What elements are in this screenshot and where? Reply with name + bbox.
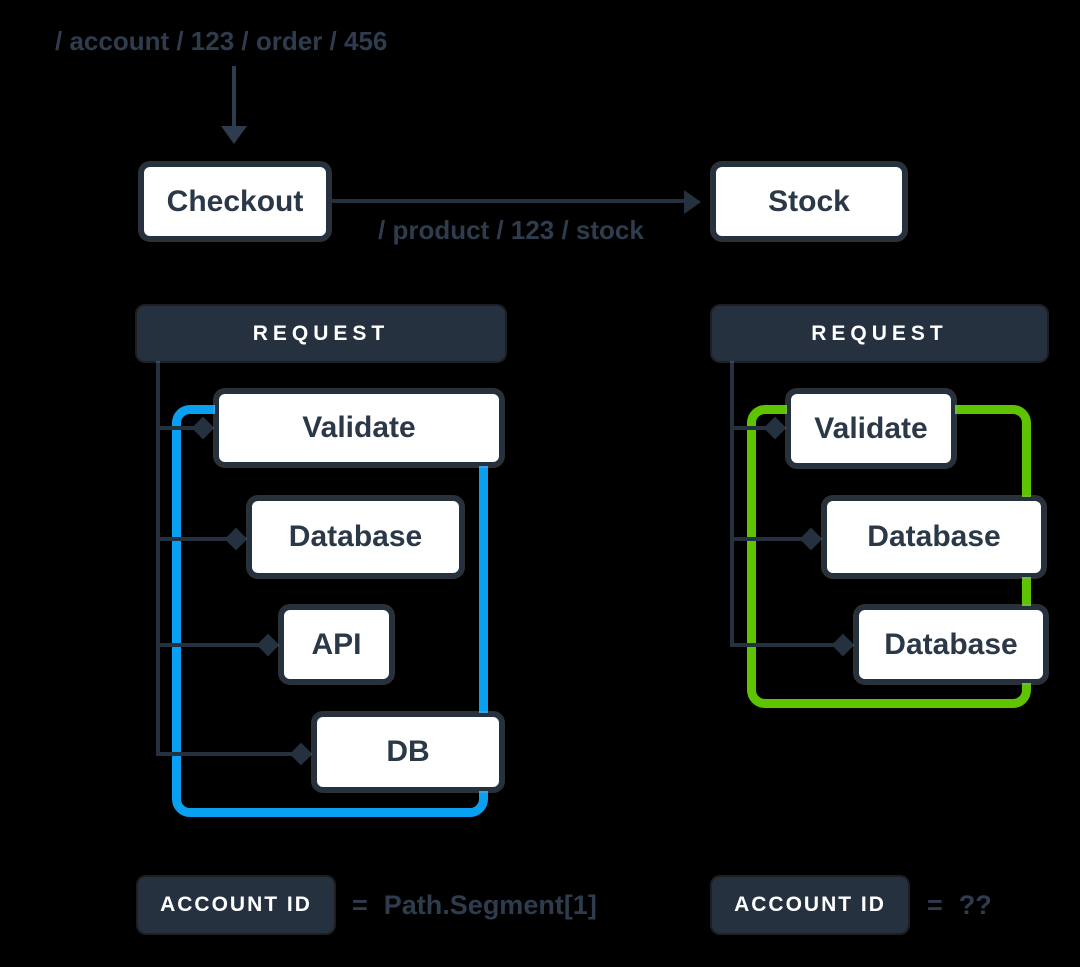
left-span-database-box: Database [248,497,463,577]
left-branch-line [156,752,301,756]
stock-service-box: Stock [712,163,906,240]
left-account-id-equation: = Path.Segment[1] [352,877,597,933]
left-request-header: REQUEST [137,306,505,361]
right-branch-line [730,426,775,430]
left-account-id-badge: ACCOUNT ID [138,877,334,933]
left-span-db-label: DB [386,735,430,768]
right-account-id-label: ACCOUNT ID [734,893,886,916]
right-trace-trunk-line [730,361,734,647]
left-span-validate-label: Validate [302,411,416,444]
left-span-db-box: DB [313,713,503,791]
down-arrow-line [232,66,236,128]
right-span-database2-label: Database [884,627,1018,661]
left-span-database-label: Database [288,520,423,553]
right-span-database1-box: Database [823,497,1045,577]
left-branch-line [156,537,236,541]
right-span-database1-label: Database [867,520,1001,553]
right-account-id-equation: = ?? [927,877,992,933]
left-request-header-label: REQUEST [252,321,390,345]
right-span-validate-label: Validate [814,411,928,445]
right-request-header-label: REQUEST [811,321,948,345]
equals-sign: = [927,889,943,920]
right-branch-line [730,643,843,647]
checkout-service-box: Checkout [140,163,330,240]
equals-sign: = [352,889,368,920]
left-span-validate-box: Validate [215,390,503,466]
right-account-id-badge: ACCOUNT ID [712,877,908,933]
incoming-path-label: / account / 123 / order / 456 [55,26,388,56]
stock-service-label: Stock [768,184,850,218]
right-arrow-icon [684,190,701,214]
down-arrow-icon [221,126,247,144]
call-arrow-line [332,199,685,203]
right-branch-line [730,537,811,541]
left-branch-line [156,643,268,647]
call-path-label: / product / 123 / stock [378,215,644,245]
checkout-service-label: Checkout [166,184,304,218]
left-branch-line [156,426,203,430]
right-request-header: REQUEST [712,306,1047,361]
left-span-api-box: API [280,606,393,683]
right-span-database2-box: Database [855,606,1047,683]
left-span-api-label: API [311,627,362,661]
left-account-id-label: ACCOUNT ID [160,893,312,916]
right-account-id-value: ?? [958,889,992,920]
left-account-id-value: Path.Segment[1] [383,889,597,920]
right-span-validate-box: Validate [787,390,955,467]
left-trace-trunk-line [156,361,160,756]
